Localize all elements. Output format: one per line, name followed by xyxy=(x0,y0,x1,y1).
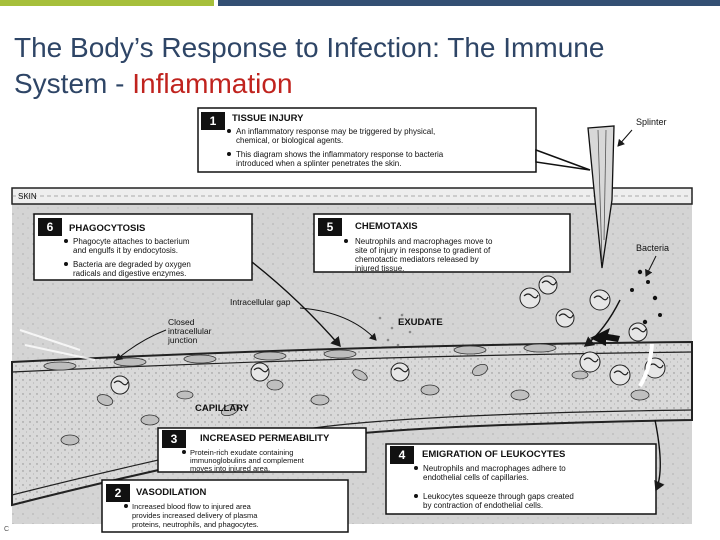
step-3-title: INCREASED PERMEABILITY xyxy=(200,433,330,444)
step-6-number: 6 xyxy=(47,220,54,234)
step-2-bullet-1-line-2: provides increased delivery of plasma xyxy=(132,511,258,520)
step-1-title: TISSUE INJURY xyxy=(232,113,304,124)
step-4-bullet-1-line-1: Neutrophils and macrophages adhere to xyxy=(423,464,566,473)
step-5-number: 5 xyxy=(327,220,334,234)
step-6-title: PHAGOCYTOSIS xyxy=(69,223,145,234)
step-4-bullet-2-line-2: by contraction of endothelial cells. xyxy=(423,501,543,510)
step-4-title: EMIGRATION OF LEUKOCYTES xyxy=(422,449,565,460)
step-3-increased-permeability: 3 INCREASED PERMEABILITY Protein-rich ex… xyxy=(157,427,367,473)
step-6-bullet-1-line-1: Phagocyte attaches to bacterium xyxy=(73,237,190,246)
step-5-bullet-1-line-3: chemotactic mediators released by xyxy=(355,255,479,264)
slide-title: The Body’s Response to Infection: The Im… xyxy=(14,30,694,102)
step-2-bullet-1-line-1: Increased blood flow to injured area xyxy=(132,502,252,511)
top-accent-bar-green xyxy=(0,0,214,6)
step-1-bullet-2-line-2: introduced when a splinter penetrates th… xyxy=(236,159,401,168)
slide-title-main: The Body’s Response to Infection: The Im… xyxy=(14,32,605,99)
step-4-emigration-of-leukocytes: 4 EMIGRATION OF LEUKOCYTES Neutrophils a… xyxy=(385,443,657,515)
step-6-bullet-2-line-2: radicals and digestive enzymes. xyxy=(73,269,186,278)
slide-title-accent: Inflammation xyxy=(132,68,293,99)
step-1-bullet-1-line-2: chemical, or biological agents. xyxy=(236,136,343,145)
emigration-path-arrow xyxy=(638,343,654,388)
bacteria-label: Bacteria xyxy=(636,243,669,253)
step-3-bullet-1-line-1: Protein-rich exudate containing xyxy=(190,448,293,457)
step-2-title: VASODILATION xyxy=(136,487,207,498)
closed-junction-label-1: Closed xyxy=(168,317,195,327)
splinter-shape xyxy=(587,125,615,269)
step-5-bullet-1-line-4: injured tissue. xyxy=(355,264,404,273)
step-6-phagocytosis: 6 PHAGOCYTOSIS Phagocyte attaches to bac… xyxy=(33,213,253,281)
skin-label: SKIN xyxy=(18,192,37,201)
step-6-bullet-1-line-2: and engulfs it by endocytosis. xyxy=(73,246,178,255)
closed-junction-label-2: intracellular xyxy=(168,326,212,336)
step-1-bullet-2-line-1: This diagram shows the inflammatory resp… xyxy=(236,150,444,159)
chemotaxis-direction-arrow xyxy=(590,328,620,346)
step-3-bullet-1-line-2: immunoglobulins and complement xyxy=(190,456,305,465)
footer-mark: C xyxy=(4,526,10,533)
step-2-vasodilation: 2 VASODILATION Increased blood flow to i… xyxy=(101,479,349,533)
capillary-label: CAPILLARY xyxy=(195,403,250,414)
top-accent-bar xyxy=(0,0,720,6)
step-2-number: 2 xyxy=(115,486,122,500)
step-4-bullet-1-line-2: endothelial cells of capillaries. xyxy=(423,473,529,482)
exudate-label: EXUDATE xyxy=(398,317,443,328)
step-4-number: 4 xyxy=(399,448,406,462)
step-5-bullet-1-line-1: Neutrophils and macrophages move to xyxy=(355,237,493,246)
step-6-bullet-2-line-1: Bacteria are degraded by oxygen xyxy=(73,260,191,269)
splinter-label: Splinter xyxy=(636,117,667,127)
step-5-title: CHEMOTAXIS xyxy=(355,221,418,232)
step-1-tissue-injury: 1 TISSUE INJURY An inflammatory response… xyxy=(197,107,591,173)
step-2-bullet-1-line-3: proteins, neutrophils, and phagocytes. xyxy=(132,520,259,529)
step-1-number: 1 xyxy=(210,114,217,128)
step-3-number: 3 xyxy=(171,432,178,446)
step-5-chemotaxis: 5 CHEMOTAXIS Neutrophils and macrophages… xyxy=(313,213,571,273)
step-5-bullet-1-line-2: site of injury in response to gradient o… xyxy=(355,246,491,255)
intracellular-gap-label: Intracellular gap xyxy=(230,297,291,307)
step-3-bullet-1-line-3: moves into injured area. xyxy=(190,464,270,473)
top-accent-bar-blue xyxy=(218,0,720,6)
step-4-bullet-2-line-1: Leukocytes squeeze through gaps created xyxy=(423,492,574,501)
closed-junction-label-3: junction xyxy=(167,335,198,345)
step-1-bullet-1-line-1: An inflammatory response may be triggere… xyxy=(236,127,435,136)
